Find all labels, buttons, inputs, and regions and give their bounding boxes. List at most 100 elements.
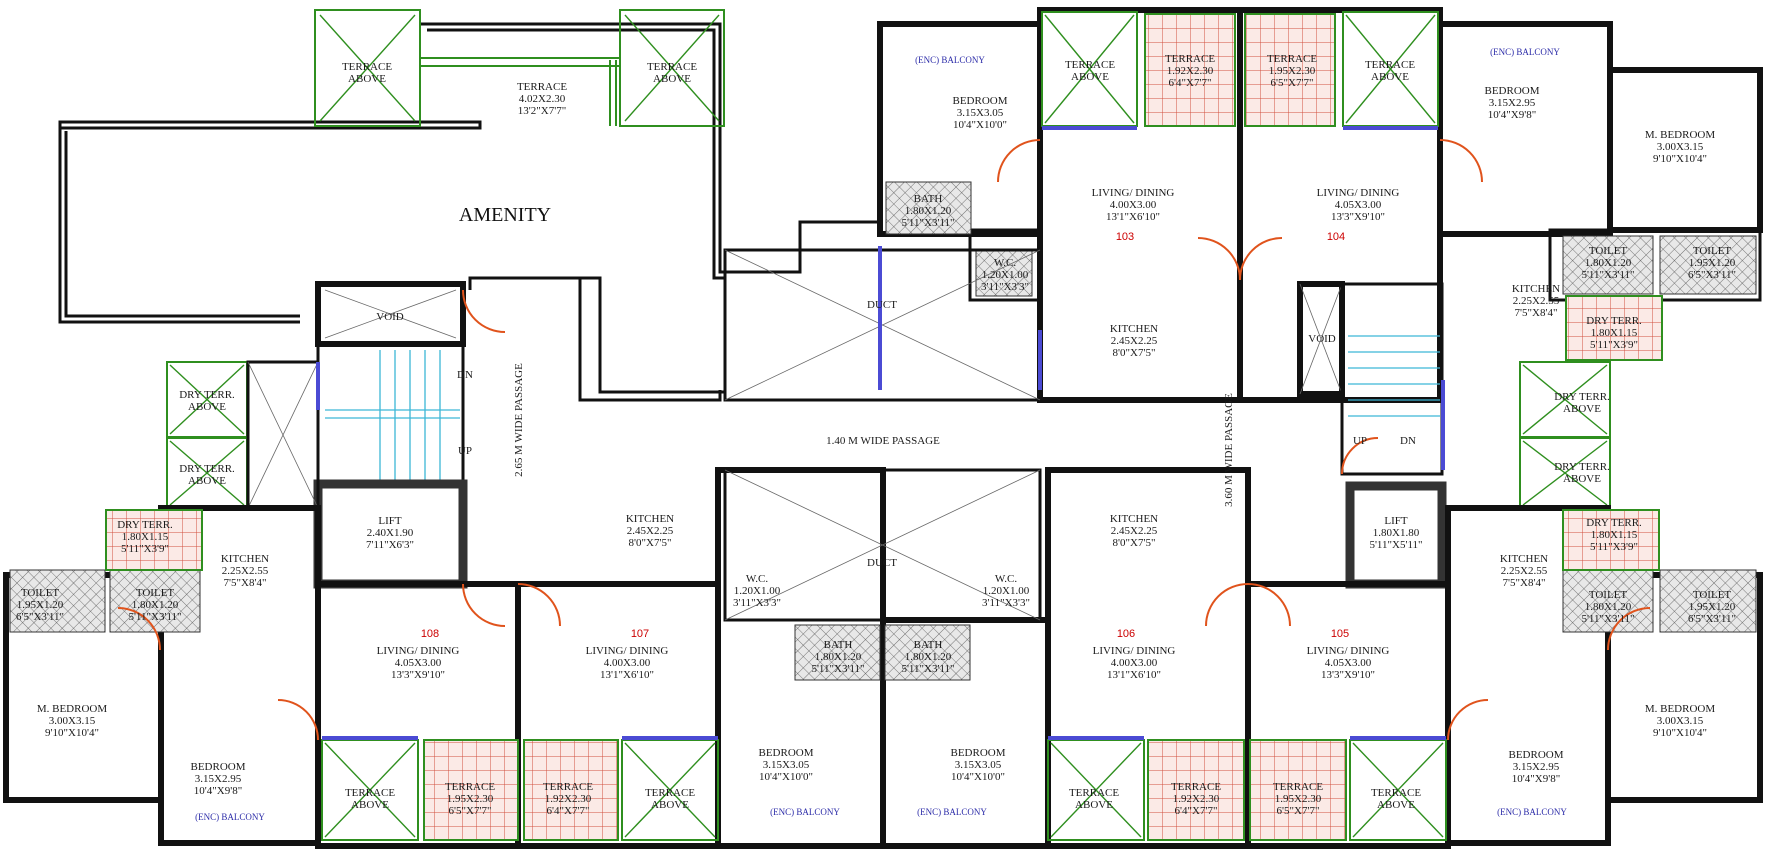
unit-105-bedroom-imperial: 10'4"X9'8" <box>1512 773 1560 785</box>
unit-106-bath-imperial: 5'11"X3'11" <box>901 663 954 675</box>
lift-left-name: LIFT <box>378 515 402 527</box>
unit-105-living: LIVING/ DINING <box>1307 645 1390 657</box>
unit-104-toilet2: TOILET <box>1693 245 1732 257</box>
terrace-above-3b: ABOVE <box>1071 71 1109 83</box>
unit-104-toilet1-imperial: 5'11"X3'11" <box>1581 269 1634 281</box>
unit-103-bedroom-size: 3.15X3.05 <box>957 107 1004 119</box>
unit-104-kitchen-size: 2.25X2.55 <box>1513 295 1560 307</box>
unit-103-104-walls <box>877 7 1763 403</box>
unit-108-living-size: 4.05X3.00 <box>395 657 442 669</box>
unit-104-master-imperial: 9'10"X10'4" <box>1653 153 1707 165</box>
amenity-title: AMENITY <box>459 204 551 226</box>
terrace-above-3: TERRACE <box>1065 59 1115 71</box>
unit-106-bedroom-size: 3.15X3.05 <box>955 759 1002 771</box>
windows <box>316 126 1446 740</box>
unit-105-terrace: TERRACE <box>1273 781 1323 793</box>
unit-105-master-size: 3.00X3.15 <box>1657 715 1704 727</box>
unit-103-living-size: 4.00X3.00 <box>1110 199 1157 211</box>
terrace-above-7b: ABOVE <box>1075 799 1113 811</box>
terrace-above-1b: ABOVE <box>348 73 386 85</box>
main-passage-label: 1.40 M WIDE PASSAGE <box>826 435 940 447</box>
terrace-above-6: TERRACE <box>645 787 695 799</box>
balcony-106: (ENC) BALCONY <box>917 807 987 817</box>
duct-lower <box>723 468 1042 622</box>
unit-103-bath-imperial: 5'11"X3'11" <box>901 217 954 229</box>
unit-106-wc-size: 1.20X1.00 <box>983 585 1030 597</box>
unit-108-terrace: TERRACE <box>445 781 495 793</box>
unit-108-kitchen-size: 2.25X2.55 <box>222 565 269 577</box>
unit-103-terrace-imperial: 6'4"X7'7" <box>1169 77 1212 89</box>
dry-terr-l2: DRY TERR. <box>179 463 235 475</box>
unit-103-bath: BATH <box>914 193 943 205</box>
unit-105-dry-imperial: 5'11"X3'9" <box>1590 541 1638 553</box>
unit-103-kitchen: KITCHEN <box>1110 323 1158 335</box>
duct-lower-label: DUCT <box>867 557 897 569</box>
dry-terr-r1b: ABOVE <box>1563 403 1601 415</box>
unit-104-living-imperial: 13'3"X9'10" <box>1331 211 1385 223</box>
dry-terr-l2b: ABOVE <box>188 475 226 487</box>
unit-105-toilet2-imperial: 6'5"X3'11" <box>1688 613 1736 625</box>
unit-103-kitchen-imperial: 8'0"X7'5" <box>1113 347 1156 359</box>
unit-105-dry-size: 1.80X1.15 <box>1591 529 1638 541</box>
terrace-above-7: TERRACE <box>1069 787 1119 799</box>
unit-106-living-imperial: 13'1"X6'10" <box>1107 669 1161 681</box>
unit-103-wc: W.C. <box>994 257 1016 269</box>
terrace-above-8: TERRACE <box>1371 787 1421 799</box>
unit-108-dry: DRY TERR. <box>117 519 173 531</box>
core-labels: VOID VOID DUCT DUCT DN UP UP DN LIFT 2.4… <box>366 299 1423 569</box>
unit-108-dry-size: 1.80X1.15 <box>122 531 169 543</box>
terrace-above-2: TERRACE <box>647 61 697 73</box>
unit-103-bedroom-imperial: 10'4"X10'0" <box>953 119 1007 131</box>
top-terrace-imperial: 13'2"X7'7" <box>518 105 566 117</box>
unit-105-toilet1-imperial: 5'11"X3'11" <box>1581 613 1634 625</box>
unit-108-toilet2-size: 1.95X1.20 <box>17 599 64 611</box>
unit-104-kitchen: KITCHEN <box>1512 283 1560 295</box>
unit-108-master-size: 3.00X3.15 <box>49 715 96 727</box>
right-passage-label: 3.60 M WIDE PASSAGE <box>1223 393 1235 507</box>
lower-units-walls <box>3 467 1763 849</box>
unit-105-master: M. BEDROOM <box>1645 703 1716 715</box>
top-terrace-size: 4.02X2.30 <box>519 93 566 105</box>
unit-105-living-size: 4.05X3.00 <box>1325 657 1372 669</box>
balcony-labels: (ENC) BALCONY (ENC) BALCONY (ENC) BALCON… <box>195 47 1567 822</box>
duct-upper <box>723 248 1042 402</box>
unit-104-terrace-imperial: 6'5"X7'7" <box>1271 77 1314 89</box>
balcony-104: (ENC) BALCONY <box>1490 47 1560 57</box>
unit-106-terrace: TERRACE <box>1171 781 1221 793</box>
unit-105-master-imperial: 9'10"X10'4" <box>1653 727 1707 739</box>
terrace-above-6b: ABOVE <box>651 799 689 811</box>
unit-107-bedroom-size: 3.15X3.05 <box>763 759 810 771</box>
unit-108-toilet1-size: 1.80X1.20 <box>132 599 179 611</box>
unit-107-living-size: 4.00X3.00 <box>604 657 651 669</box>
stair-left-up: UP <box>458 445 472 457</box>
unit-105-number: 105 <box>1331 628 1349 640</box>
unit-108-toilet2: TOILET <box>21 587 60 599</box>
unit-104-bedroom: BEDROOM <box>1484 85 1539 97</box>
unit-105-dry: DRY TERR. <box>1586 517 1642 529</box>
unit-107-living-imperial: 13'1"X6'10" <box>600 669 654 681</box>
lift-right-imperial: 5'11"X5'11" <box>1369 539 1422 551</box>
terrace-above-4b: ABOVE <box>1371 71 1409 83</box>
unit-104-toilet2-size: 1.95X1.20 <box>1689 257 1736 269</box>
right-core <box>1297 281 1611 589</box>
unit-108-kitchen-imperial: 7'5"X8'4" <box>224 577 267 589</box>
door-swings <box>117 139 1651 741</box>
unit-104-bedroom-imperial: 10'4"X9'8" <box>1488 109 1536 121</box>
unit-103-bedroom: BEDROOM <box>952 95 1007 107</box>
unit-108-master: M. BEDROOM <box>37 703 108 715</box>
unit-106-wc-imperial: 3'11"X3'3" <box>982 597 1030 609</box>
dry-terrace-labels: DRY TERR. ABOVE DRY TERR. ABOVE DRY TERR… <box>179 389 1610 487</box>
unit-105: LIVING/ DINING 4.05X3.00 13'3"X9'10" 105… <box>1273 517 1736 817</box>
unit-107-bath: BATH <box>824 639 853 651</box>
lower-terraces <box>321 739 1447 841</box>
unit-107-terrace: TERRACE <box>543 781 593 793</box>
unit-108-bedroom-size: 3.15X2.95 <box>195 773 242 785</box>
unit-108-kitchen: KITCHEN <box>221 553 269 565</box>
unit-107-terrace-imperial: 6'4"X7'7" <box>547 805 590 817</box>
unit-108-dry-imperial: 5'11"X3'9" <box>121 543 169 555</box>
unit-106-kitchen: KITCHEN <box>1110 513 1158 525</box>
lift-left-imperial: 7'11"X6'3" <box>366 539 414 551</box>
unit-106: LIVING/ DINING 4.00X3.00 13'1"X6'10" 106… <box>901 513 1221 817</box>
unit-108-living-imperial: 13'3"X9'10" <box>391 669 445 681</box>
unit-107-kitchen-size: 2.45X2.25 <box>627 525 674 537</box>
